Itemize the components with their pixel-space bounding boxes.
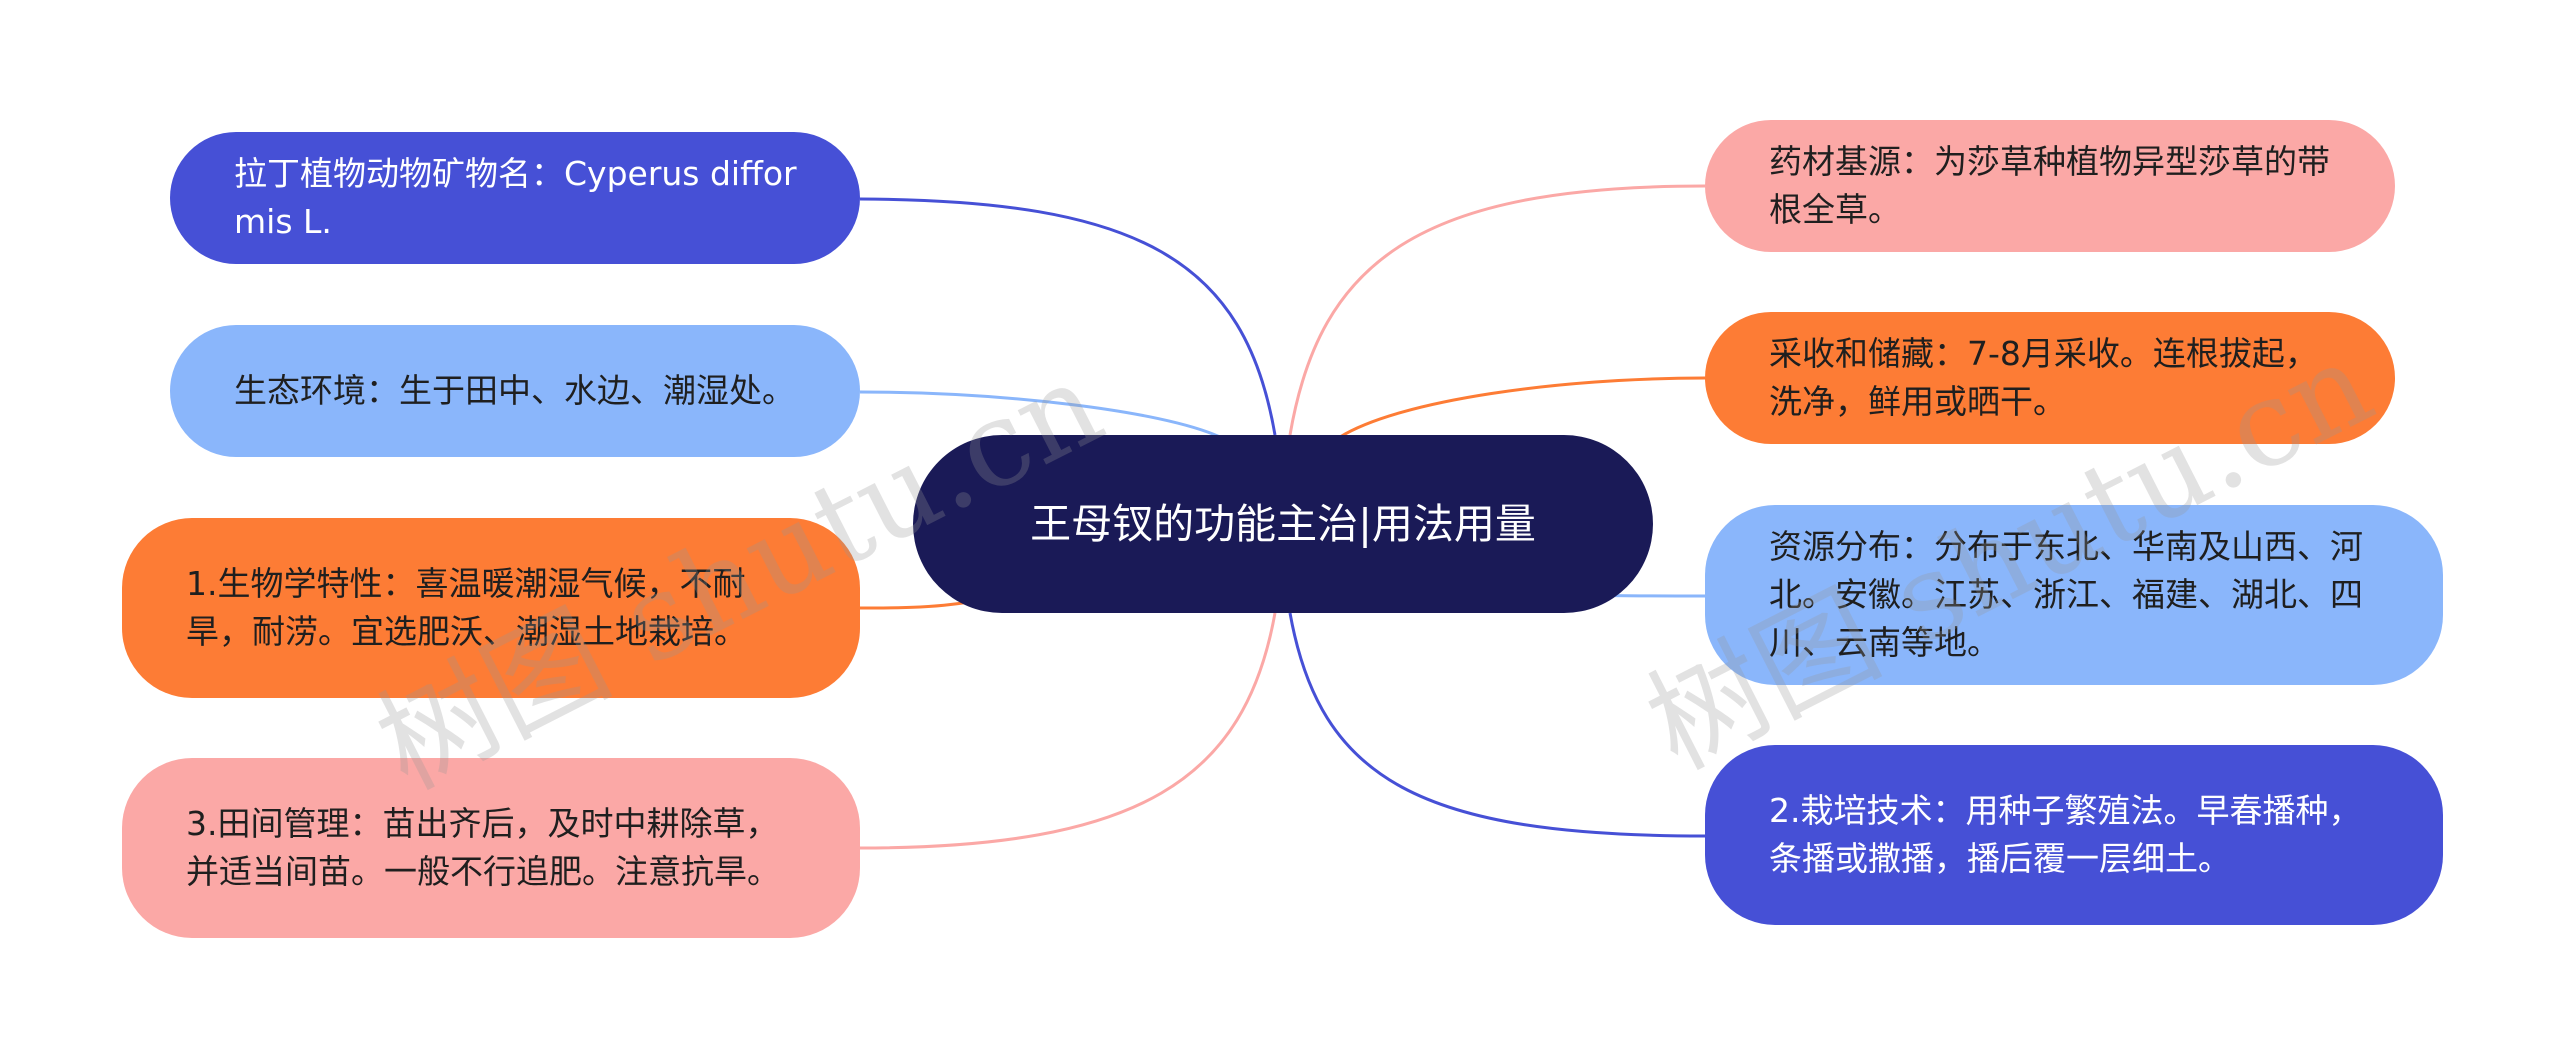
node-cultivation-text: 2.栽培技术：用种子繁殖法。早春播种，条播或撒播，播后覆一层细土。 (1769, 791, 2362, 878)
node-ecology-text: 生态环境：生于田中、水边、潮湿处。 (234, 371, 795, 410)
node-biology[interactable]: 1.生物学特性：喜温暖潮湿气候，不耐旱，耐涝。宜选肥沃、潮湿土地栽培。 (122, 518, 860, 698)
link-field-management (859, 612, 1277, 850)
link-ecology (859, 390, 1221, 439)
node-harvest-text: 采收和储藏：7-8月采收。连根拔起，洗净，鲜用或晒干。 (1769, 334, 2318, 421)
node-source-text: 药材基源：为莎草种植物异型莎草的带根全草。 (1769, 142, 2330, 229)
link-harvest (1339, 376, 1706, 439)
link-cultivation (1288, 612, 1706, 838)
link-latin-name (859, 197, 1277, 436)
node-source[interactable]: 药材基源：为莎草种植物异型莎草的带根全草。 (1705, 120, 2395, 252)
central-topic[interactable]: 王母钗的功能主治|用法用量 (913, 435, 1653, 613)
node-latin-name-text: 拉丁植物动物矿物名：Cyperus difformis L. (234, 154, 797, 241)
node-cultivation[interactable]: 2.栽培技术：用种子繁殖法。早春播种，条播或撒播，播后覆一层细土。 (1705, 745, 2443, 925)
link-source (1288, 184, 1706, 436)
node-distribution[interactable]: 资源分布：分布于东北、华南及山西、河北。安徽。江苏、浙江、福建、湖北、四川、云南… (1705, 505, 2443, 685)
node-ecology[interactable]: 生态环境：生于田中、水边、潮湿处。 (170, 325, 860, 457)
node-harvest[interactable]: 采收和储藏：7-8月采收。连根拔起，洗净，鲜用或晒干。 (1705, 312, 2395, 444)
central-topic-title: 王母钗的功能主治|用法用量 (1030, 500, 1536, 548)
node-latin-name[interactable]: 拉丁植物动物矿物名：Cyperus difformis L. (170, 132, 860, 264)
node-field-management[interactable]: 3.田间管理：苗出齐后，及时中耕除草，并适当间苗。一般不行追肥。注意抗旱。 (122, 758, 860, 938)
node-biology-text: 1.生物学特性：喜温暖潮湿气候，不耐旱，耐涝。宜选肥沃、潮湿土地栽培。 (186, 564, 747, 651)
node-field-management-text: 3.田间管理：苗出齐后，及时中耕除草，并适当间苗。一般不行追肥。注意抗旱。 (186, 804, 780, 891)
node-distribution-text: 资源分布：分布于东北、华南及山西、河北。安徽。江苏、浙江、福建、湖北、四川、云南… (1769, 527, 2363, 662)
